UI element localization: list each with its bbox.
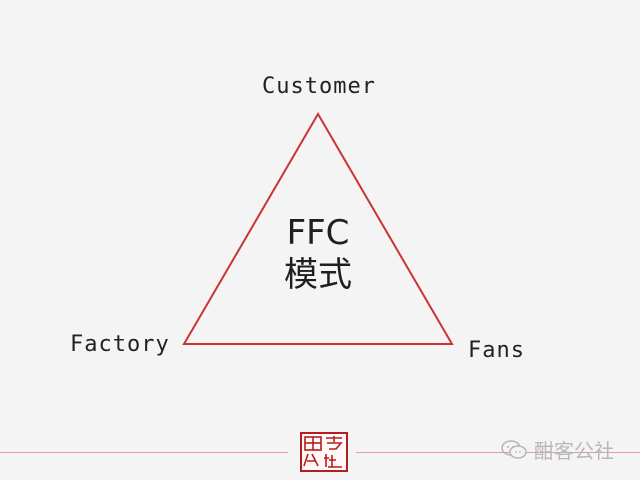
center-title-line2: 模式 <box>284 255 352 295</box>
vertex-label-factory: Factory <box>70 332 170 357</box>
vertex-label-customer: Customer <box>262 74 376 99</box>
footer-rule-left <box>0 452 288 453</box>
vertex-label-fans: Fans <box>468 338 525 363</box>
center-title: FFC 模式 <box>258 212 378 296</box>
seal-logo <box>300 432 348 472</box>
center-title-line1: FFC <box>286 213 350 253</box>
watermark-text: 酣客公社 <box>534 439 614 463</box>
wechat-watermark: 酣客公社 <box>500 435 614 464</box>
triangle-outline <box>182 112 454 345</box>
seal-logo-glyphs <box>303 436 343 468</box>
wechat-icon <box>501 439 527 459</box>
footer-rule-right <box>356 452 640 453</box>
